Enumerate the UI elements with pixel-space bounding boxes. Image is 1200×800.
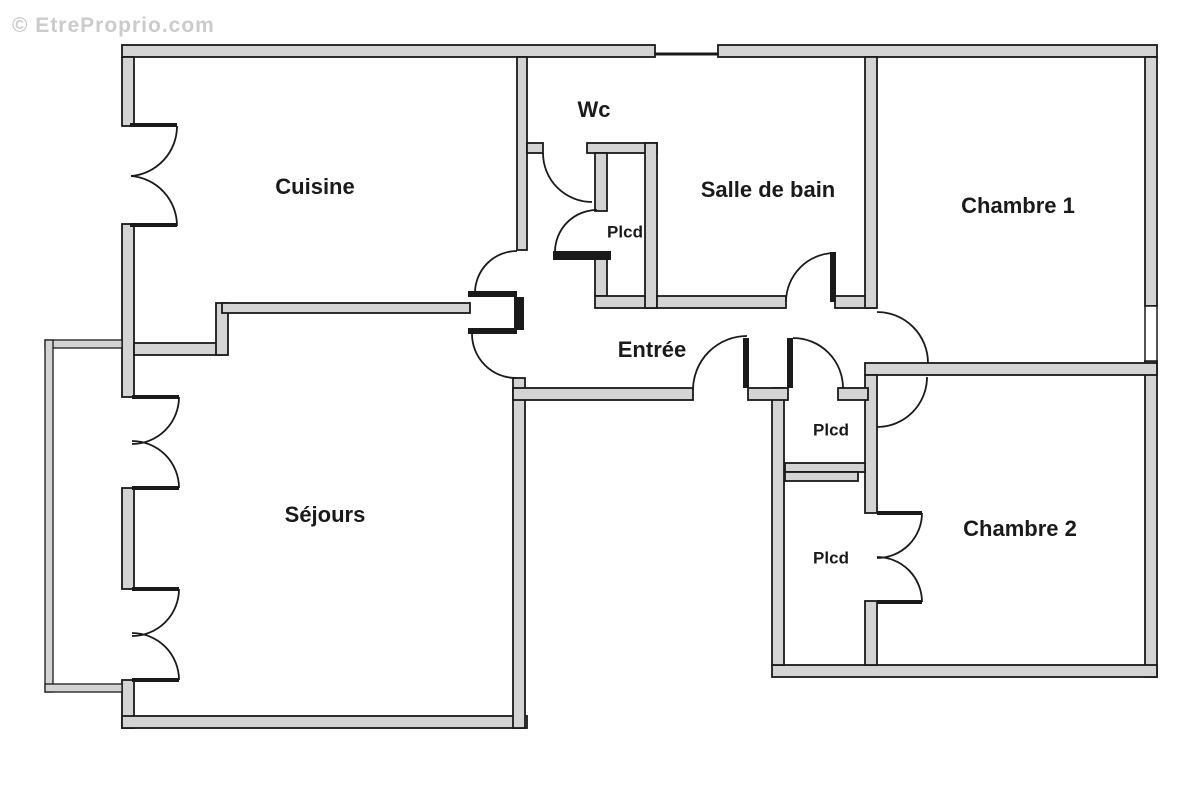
sejours-win2-leaf-bot — [132, 678, 179, 682]
balcony-left — [44, 339, 54, 693]
room-label-sejours: Séjours — [285, 502, 366, 527]
plcd-divider-upper — [784, 462, 866, 473]
plcd-dd-arc-bot — [876, 556, 923, 603]
cuisine-window-arc-bot — [130, 175, 178, 227]
plcd-chambre2-wall-up — [864, 374, 878, 514]
right-wall-window — [1144, 305, 1158, 362]
chambre1-door-arc — [876, 311, 929, 364]
cuisine-sejours-wall-up — [221, 302, 471, 314]
sejours-win2-arc-top — [131, 588, 180, 637]
wc-door-arc — [542, 152, 593, 203]
sejours-win1-leaf-bot — [132, 486, 179, 490]
sejours-win2-arc-bot — [131, 632, 180, 681]
bottom-wall-right — [771, 664, 1158, 678]
wc-closet-left-upper — [594, 152, 608, 212]
room-label-salle-de-bain: Salle de bain — [701, 177, 836, 202]
room-label-entree: Entrée — [618, 337, 686, 362]
central-door-jamb — [514, 297, 524, 330]
corridor-north-wall — [656, 295, 787, 309]
chambre1-west-wall — [864, 56, 878, 309]
left-wall-mid — [121, 223, 135, 398]
entree-door2-arc — [792, 337, 844, 389]
sdb-door-arc — [785, 252, 836, 303]
entree-south-stub — [747, 387, 789, 401]
sejours-door-leaf — [468, 328, 517, 334]
cuisine-window-leaf-bot — [130, 223, 177, 227]
entree-door1-leaf — [743, 338, 749, 388]
wc-closet-right — [644, 142, 658, 309]
top-wall-right — [717, 44, 1158, 58]
plcd-dd-leaf-bot — [877, 600, 922, 604]
sejours-door-arc — [471, 333, 517, 379]
left-wall-top — [121, 56, 135, 127]
cuisine-door-leaf — [468, 291, 517, 297]
room-label-plcd-haut: Plcd — [813, 420, 849, 439]
sejours-right-wall — [512, 377, 526, 729]
plcd-divider-lower — [784, 471, 859, 482]
watermark: © EtreProprio.com — [12, 14, 215, 37]
plcd-chambre2-wall-low — [864, 600, 878, 666]
plcd-dd-leaf-top — [877, 511, 922, 515]
balcony-top — [44, 339, 123, 349]
plcd-left-wall — [771, 387, 785, 666]
sejours-bottom-wall — [121, 715, 528, 729]
plcd-dd-arc-top — [876, 512, 923, 559]
sejours-win2-leaf-top — [132, 587, 179, 591]
cuisine-sejours-wall-low — [133, 342, 223, 356]
room-label-plcd-bas: Plcd — [813, 548, 849, 567]
cuisine-wc-wall — [516, 56, 528, 251]
entree-door2-leaf — [787, 338, 793, 388]
wc-closet-door-arc — [554, 209, 598, 252]
right-wall-lower — [1144, 360, 1158, 678]
right-wall-upper — [1144, 56, 1158, 307]
sejours-win1-arc-bot — [131, 440, 180, 489]
top-wall-left — [121, 44, 656, 58]
room-label-chambre-1: Chambre 1 — [961, 193, 1075, 218]
entree-door1-arc — [692, 335, 748, 391]
sejours-win1-arc-top — [131, 396, 180, 445]
entree-south-wall-w — [512, 387, 694, 401]
sdb-door-leaf — [830, 252, 836, 302]
left-wall-between-windows — [121, 487, 135, 590]
room-label-cuisine: Cuisine — [275, 174, 354, 199]
cuisine-window-arc-top — [130, 125, 178, 177]
chambre2-door-arc — [876, 376, 928, 428]
cuisine-window-leaf-top — [130, 123, 177, 127]
wc-door-stub — [526, 142, 544, 154]
room-label-chambre-2: Chambre 2 — [963, 516, 1077, 541]
room-label-wc: Wc — [578, 97, 611, 122]
chambre-divider-wall — [864, 362, 1158, 376]
sejours-win1-leaf-top — [132, 395, 179, 399]
wc-closet-left-lower — [594, 258, 608, 297]
wc-closet-door-leaf — [553, 251, 611, 260]
entree-south-wall-e — [837, 387, 869, 401]
cuisine-door-arc — [474, 250, 518, 294]
balcony-bottom — [44, 683, 123, 693]
room-label-plcd-wc: Plcd — [607, 222, 643, 241]
